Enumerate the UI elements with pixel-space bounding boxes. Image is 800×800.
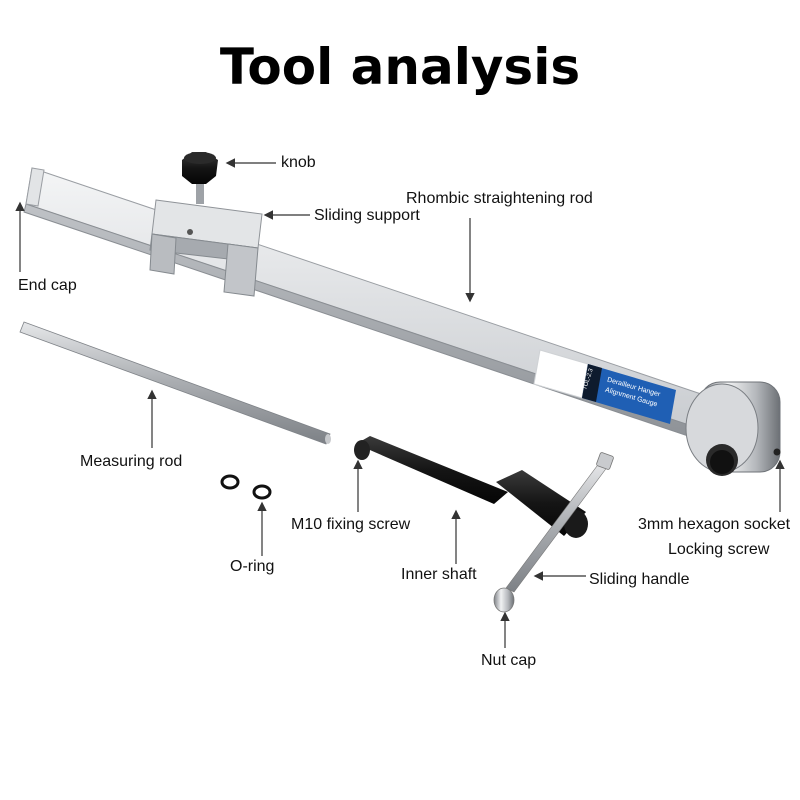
label-rhombic-rod: Rhombic straightening rod	[406, 190, 593, 207]
end-cylinder	[685, 381, 781, 476]
measuring-rod	[19, 321, 331, 445]
label-locking-screw: Locking screw	[668, 541, 770, 558]
nut-cap	[493, 587, 515, 613]
end-cap-face	[25, 167, 45, 207]
product-sticker	[582, 364, 676, 424]
page-title: Tool analysis	[219, 38, 581, 96]
leader-lines	[15, 158, 785, 648]
label-m10-fixing-screw: M10 fixing screw	[291, 516, 411, 533]
hexagon-socket	[773, 448, 781, 456]
label-end-cap: End cap	[18, 277, 77, 294]
label-inner-shaft: Inner shaft	[401, 566, 477, 583]
label-o-ring: O-ring	[230, 558, 275, 575]
label-knob: knob	[281, 154, 316, 171]
label-sliding-handle: Sliding handle	[589, 571, 690, 588]
knob	[182, 152, 218, 204]
label-sliding-support: Sliding support	[314, 207, 420, 224]
sliding-support	[149, 152, 263, 297]
label-hexagon-socket: 3mm hexagon socket	[638, 516, 791, 533]
sliding-handle	[505, 452, 614, 593]
label-nut-cap: Nut cap	[481, 652, 537, 669]
label-measuring-rod: Measuring rod	[80, 453, 183, 470]
o-rings	[220, 474, 272, 500]
